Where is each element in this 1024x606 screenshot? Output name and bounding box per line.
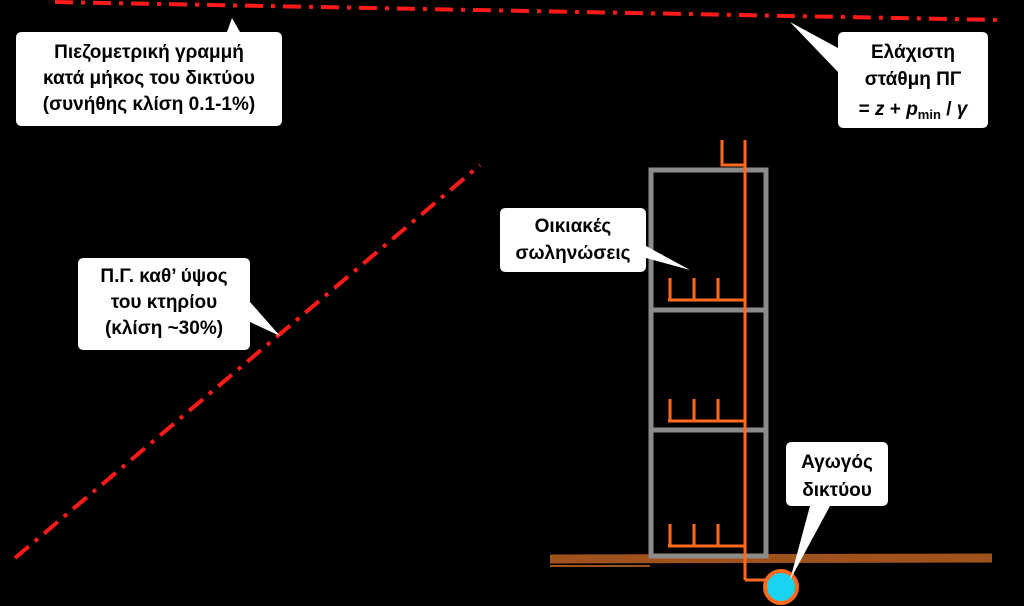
callout-building-line-bubble: [78, 258, 280, 350]
callout-house-pipes-text-2: σωληνώσεις: [515, 243, 630, 264]
callout-network-line-bubble: [16, 18, 282, 126]
callout-network-line: Πιεζομετρική γραμμή κατά μήκος του δικτύ…: [16, 18, 282, 126]
formula-slash: /: [941, 99, 957, 120]
callout-min-level-text-1: Ελάχιστη: [871, 42, 955, 63]
ground-line: [549, 553, 993, 564]
callout-house-pipes-bubble: [500, 208, 690, 272]
callout-min-level-formula: = z + pmin / γ: [859, 99, 969, 122]
formula-p: p: [905, 99, 918, 120]
callout-network-line-text-1: Πιεζομετρική γραμμή: [54, 42, 244, 63]
building-frame: [648, 167, 769, 559]
callout-building-line: Π.Γ. καθ’ ύψος του κτηρίου (κλίση ~30%): [78, 258, 280, 350]
callout-house-pipes-text-1: Οικιακές: [535, 216, 612, 237]
network-piezometric-line: [54, 0, 1003, 22]
callout-building-line-text-1: Π.Γ. καθ’ ύψος: [100, 266, 227, 287]
floor-branch-top: [668, 278, 745, 302]
formula-z: z: [874, 99, 885, 120]
formula-gamma: γ: [957, 99, 969, 120]
formula-eq: =: [859, 99, 875, 120]
callout-min-level-text-2: στάθμη ΠΓ: [865, 69, 962, 90]
callout-house-pipes: Οικιακές σωληνώσεις: [500, 208, 690, 272]
callout-main-pipe-text-1: Αγωγός: [801, 452, 873, 473]
callout-building-line-text-2: του κτηρίου: [111, 292, 217, 313]
formula-plus: +: [885, 99, 907, 120]
callout-main-pipe-text-2: δικτύου: [802, 480, 872, 501]
floor-branch-bottom: [668, 524, 745, 548]
main-pipe-circle: [763, 569, 799, 605]
callout-building-line-text-3: (κλίση ~30%): [105, 318, 223, 339]
callout-network-line-text-3: (συνήθης κλίση 0.1-1%): [43, 94, 255, 115]
callout-main-pipe-bubble: [786, 442, 888, 580]
building-piezometric-line: [13, 163, 482, 560]
callout-network-line-text-2: κατά μήκος του δικτύου: [43, 68, 255, 89]
callout-main-pipe: Αγωγός δικτύου: [786, 442, 888, 580]
callout-min-level: Ελάχιστη στάθμη ΠΓ = z + pmin / γ: [790, 22, 988, 128]
floor-branch-middle: [668, 399, 745, 423]
formula-sub-min: min: [918, 107, 941, 122]
callout-min-level-bubble: [790, 22, 988, 128]
